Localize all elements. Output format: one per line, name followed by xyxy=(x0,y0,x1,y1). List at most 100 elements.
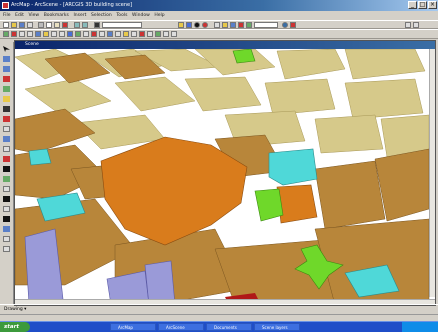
zoom-out-icon[interactable] xyxy=(27,31,33,37)
standard-toolbar xyxy=(0,20,438,29)
pan-icon[interactable] xyxy=(35,31,41,37)
menu-tools[interactable]: Tools xyxy=(116,13,128,18)
new-icon[interactable] xyxy=(3,22,9,28)
model-icon[interactable] xyxy=(222,22,228,28)
navigate-icon[interactable] xyxy=(282,22,288,28)
taskbar-item-arcmap[interactable]: ArcMap xyxy=(110,323,156,331)
vertical-scrollbar[interactable] xyxy=(429,49,435,297)
line-tool-icon[interactable] xyxy=(3,216,10,222)
menu-edit[interactable]: Edit xyxy=(15,13,24,18)
identify-icon[interactable] xyxy=(59,31,65,37)
taskbar-item-arcscene[interactable]: ArcScene xyxy=(158,323,204,331)
menu-view[interactable]: View xyxy=(28,13,40,18)
clock xyxy=(402,322,438,332)
status-bar xyxy=(0,314,438,322)
menu-bookmarks[interactable]: Bookmarks xyxy=(43,13,69,18)
maximize-button[interactable]: □ xyxy=(418,1,427,9)
chevron-down-icon[interactable] xyxy=(413,22,419,28)
full-extent-icon[interactable] xyxy=(43,31,49,37)
center-target-icon[interactable] xyxy=(67,31,73,37)
horizontal-scrollbar[interactable] xyxy=(15,299,435,305)
swipe-icon[interactable] xyxy=(99,31,105,37)
menu-insert[interactable]: Insert xyxy=(73,13,87,18)
table-icon[interactable] xyxy=(163,31,169,37)
globe-tool-icon[interactable] xyxy=(3,106,10,112)
tools-panel xyxy=(1,42,14,304)
layer-dropdown[interactable] xyxy=(254,22,278,28)
fly-icon[interactable] xyxy=(11,31,17,37)
copy-icon[interactable] xyxy=(46,22,52,28)
view-settings-icon[interactable] xyxy=(147,31,153,37)
measure-icon[interactable] xyxy=(91,31,97,37)
polygon-tool-icon[interactable] xyxy=(3,226,10,232)
extent-icon[interactable] xyxy=(3,96,10,102)
cut-icon[interactable] xyxy=(38,22,44,28)
menu-window[interactable]: Window xyxy=(132,13,150,18)
help-icon[interactable] xyxy=(290,22,296,28)
menu-bar: File Edit View Bookmarks Insert Selectio… xyxy=(0,11,438,20)
find-icon[interactable] xyxy=(3,126,10,132)
record-animation-icon[interactable] xyxy=(139,31,145,37)
identify-tool-icon[interactable] xyxy=(3,116,10,122)
pan-tool-icon[interactable] xyxy=(3,76,10,82)
rectangle-tool-icon[interactable] xyxy=(3,206,10,212)
delete-icon[interactable] xyxy=(62,22,68,28)
open-icon[interactable] xyxy=(11,22,17,28)
select-features-icon[interactable] xyxy=(51,31,57,37)
chevron-right-icon[interactable] xyxy=(171,31,177,37)
python-icon[interactable] xyxy=(230,22,236,28)
toolbox-icon[interactable] xyxy=(214,22,220,28)
zoom-in-tool-icon[interactable] xyxy=(3,56,10,62)
save-icon[interactable] xyxy=(19,22,25,28)
scene-window[interactable]: Scene xyxy=(14,40,436,306)
minimize-button[interactable]: _ xyxy=(408,1,417,9)
sketch-icon[interactable] xyxy=(3,176,10,182)
paste-icon[interactable] xyxy=(54,22,60,28)
select-arrow-icon[interactable] xyxy=(3,46,10,52)
measure-tool-icon[interactable] xyxy=(3,146,10,152)
start-button[interactable]: start xyxy=(0,322,30,332)
frame-tool-icon[interactable] xyxy=(3,246,10,252)
pen-icon[interactable] xyxy=(3,166,10,172)
taskbar-item-documents[interactable]: Documents xyxy=(206,323,252,331)
catalog-icon[interactable] xyxy=(186,22,192,28)
window-title-bar: ArcMap - ArcScene - [ARCGIS 3D building … xyxy=(0,0,438,11)
edit-vertices-icon[interactable] xyxy=(3,186,10,192)
zoom-target-icon[interactable] xyxy=(75,31,81,37)
close-button[interactable]: × xyxy=(428,1,437,9)
scale-dropdown[interactable] xyxy=(102,22,142,28)
3d-city-scene[interactable] xyxy=(15,49,435,305)
menu-selection[interactable]: Selection xyxy=(90,13,112,18)
capture-view-icon[interactable] xyxy=(115,31,121,37)
text-tool-icon[interactable] xyxy=(3,196,10,202)
search-icon[interactable] xyxy=(246,22,252,28)
globe-icon[interactable] xyxy=(194,22,200,28)
animation-icon[interactable] xyxy=(107,31,113,37)
flag-icon[interactable] xyxy=(3,156,10,162)
record-icon[interactable] xyxy=(202,22,208,28)
redo-icon[interactable] xyxy=(82,22,88,28)
undo-icon[interactable] xyxy=(74,22,80,28)
menu-file[interactable]: File xyxy=(3,13,11,18)
stop-icon[interactable] xyxy=(131,31,137,37)
table-tool-icon[interactable] xyxy=(3,236,10,242)
play-icon[interactable] xyxy=(123,31,129,37)
taskbar-item-layers[interactable]: Scene layers xyxy=(254,323,300,331)
options-icon[interactable] xyxy=(405,22,411,28)
hyperlink-icon[interactable] xyxy=(3,136,10,142)
app-icon xyxy=(2,2,9,9)
drawing-menu[interactable]: Drawing ▾ xyxy=(4,307,27,312)
navigate-3d-icon[interactable] xyxy=(3,31,9,37)
scene-title-bar: Scene xyxy=(15,41,435,49)
link-icon[interactable] xyxy=(238,22,244,28)
editor-icon[interactable] xyxy=(178,22,184,28)
layer-list-icon[interactable] xyxy=(155,31,161,37)
add-data-icon[interactable] xyxy=(94,22,100,28)
zoom-out-tool-icon[interactable] xyxy=(3,66,10,72)
zoom-in-icon[interactable] xyxy=(19,31,25,37)
scene-title: Scene xyxy=(25,42,39,47)
fixed-zoom-icon[interactable] xyxy=(3,86,10,92)
set-observer-icon[interactable] xyxy=(83,31,89,37)
print-icon[interactable] xyxy=(27,22,33,28)
menu-help[interactable]: Help xyxy=(154,13,165,18)
